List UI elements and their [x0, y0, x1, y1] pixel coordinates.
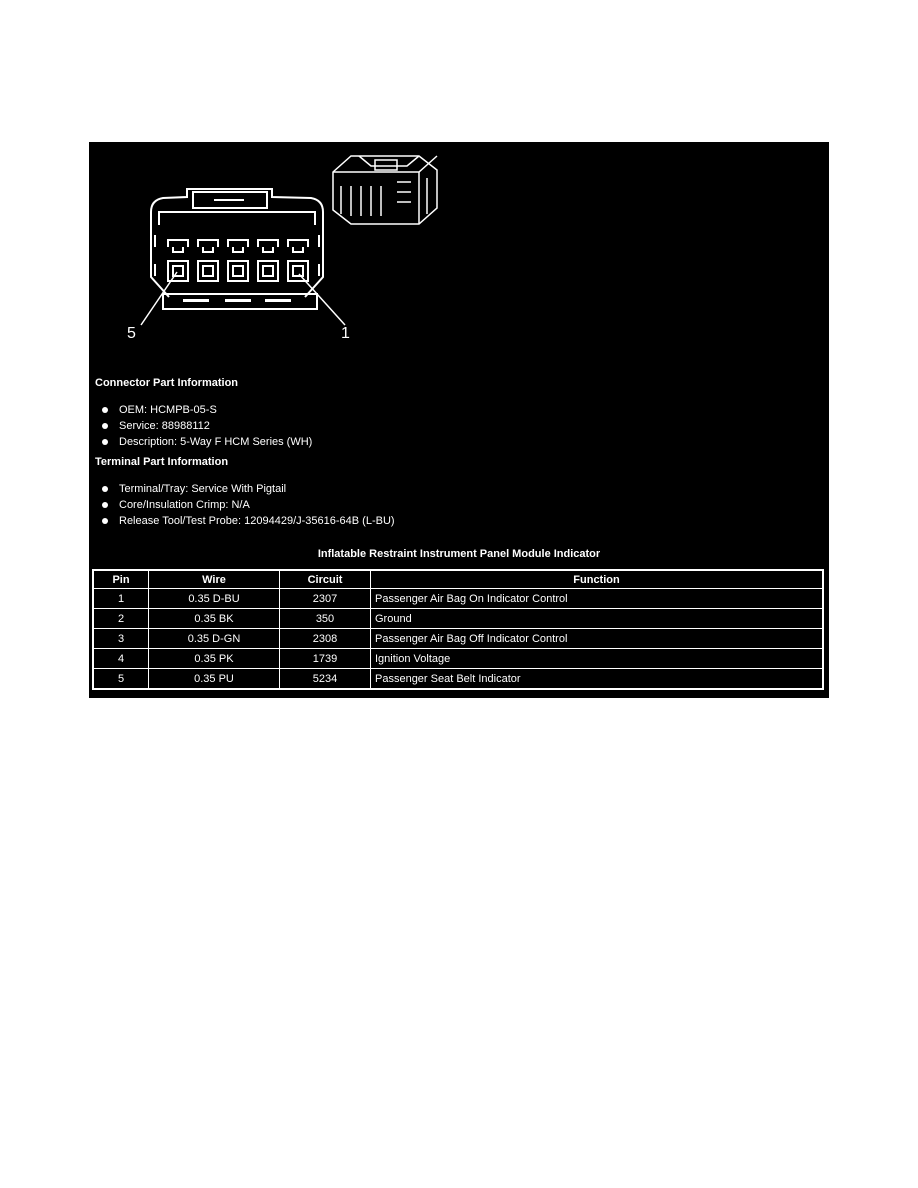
- cell-circuit: 1739: [279, 648, 371, 669]
- cell-function: Passenger Seat Belt Indicator: [370, 668, 824, 690]
- cell-wire: 0.35 BK: [148, 608, 280, 629]
- cell-circuit: 350: [279, 608, 371, 629]
- header-function: Function: [370, 569, 824, 589]
- cell-wire: 0.35 D-GN: [148, 628, 280, 649]
- table-row: 1 0.35 D-BU 2307 Passenger Air Bag On In…: [92, 588, 824, 609]
- cell-wire: 0.35 PU: [148, 668, 280, 690]
- connector-panel: 5 1 Connector Part Information OEM: HCMP…: [89, 142, 829, 698]
- connector-info-heading: Connector Part Information: [95, 377, 239, 389]
- cell-function: Ground: [370, 608, 824, 629]
- connector-housing: [150, 188, 324, 310]
- pin-1-label: 1: [341, 325, 350, 342]
- cell-function: Ignition Voltage: [370, 648, 824, 669]
- cell-pin: 4: [92, 648, 149, 669]
- bullet-icon: [102, 518, 108, 524]
- bullet-icon: [102, 439, 108, 445]
- pin-cavity: [197, 239, 219, 282]
- cell-wire: 0.35 D-BU: [148, 588, 280, 609]
- connector-perspective-icon: [332, 155, 438, 225]
- table-row: 3 0.35 D-GN 2308 Passenger Air Bag Off I…: [92, 628, 824, 649]
- connector-info-list: OEM: HCMPB-05-S Service: 88988112 Descri…: [99, 402, 312, 450]
- cell-pin: 5: [92, 668, 149, 690]
- list-item: Core/Insulation Crimp: N/A: [99, 497, 395, 513]
- terminal-info-heading: Terminal Part Information: [95, 456, 229, 468]
- pin-5-label: 5: [127, 325, 136, 342]
- header-pin: Pin: [92, 569, 149, 589]
- header-wire: Wire: [148, 569, 280, 589]
- pin-cavity: [287, 239, 309, 282]
- cell-circuit: 5234: [279, 668, 371, 690]
- pin-cavity: [257, 239, 279, 282]
- pin-cavity: [167, 239, 189, 282]
- cell-function: Passenger Air Bag On Indicator Control: [370, 588, 824, 609]
- cell-wire: 0.35 PK: [148, 648, 280, 669]
- bullet-icon: [102, 486, 108, 492]
- pin-1-leader: [298, 273, 346, 326]
- header-circuit: Circuit: [279, 569, 371, 589]
- cell-circuit: 2308: [279, 628, 371, 649]
- table-row: 5 0.35 PU 5234 Passenger Seat Belt Indic…: [92, 668, 824, 690]
- pin-cavity: [227, 239, 249, 282]
- table-row: 4 0.35 PK 1739 Ignition Voltage: [92, 648, 824, 669]
- table-title: Inflatable Restraint Instrument Panel Mo…: [317, 548, 601, 560]
- list-item: Description: 5-Way F HCM Series (WH): [99, 434, 312, 450]
- bullet-icon: [102, 407, 108, 413]
- bullet-icon: [102, 502, 108, 508]
- terminal-info-list: Terminal/Tray: Service With Pigtail Core…: [99, 481, 395, 529]
- cell-pin: 3: [92, 628, 149, 649]
- cell-circuit: 2307: [279, 588, 371, 609]
- cell-function: Passenger Air Bag Off Indicator Control: [370, 628, 824, 649]
- connector-face-diagram: 5 1: [127, 155, 438, 342]
- bullet-icon: [102, 423, 108, 429]
- list-item: OEM: HCMPB-05-S: [99, 402, 312, 418]
- table-row: 2 0.35 BK 350 Ground: [92, 608, 824, 629]
- list-item: Service: 88988112: [99, 418, 312, 434]
- pin-cavities: [167, 239, 309, 282]
- table-header-row: Pin Wire Circuit Function: [92, 569, 824, 589]
- list-item: Release Tool/Test Probe: 12094429/J-3561…: [99, 513, 395, 529]
- cell-pin: 2: [92, 608, 149, 629]
- pin-5-leader: [140, 271, 178, 326]
- pin-table: Pin Wire Circuit Function 1 0.35 D-BU 23…: [92, 569, 824, 690]
- list-item: Terminal/Tray: Service With Pigtail: [99, 481, 395, 497]
- cell-pin: 1: [92, 588, 149, 609]
- bottom-slots: [183, 299, 291, 302]
